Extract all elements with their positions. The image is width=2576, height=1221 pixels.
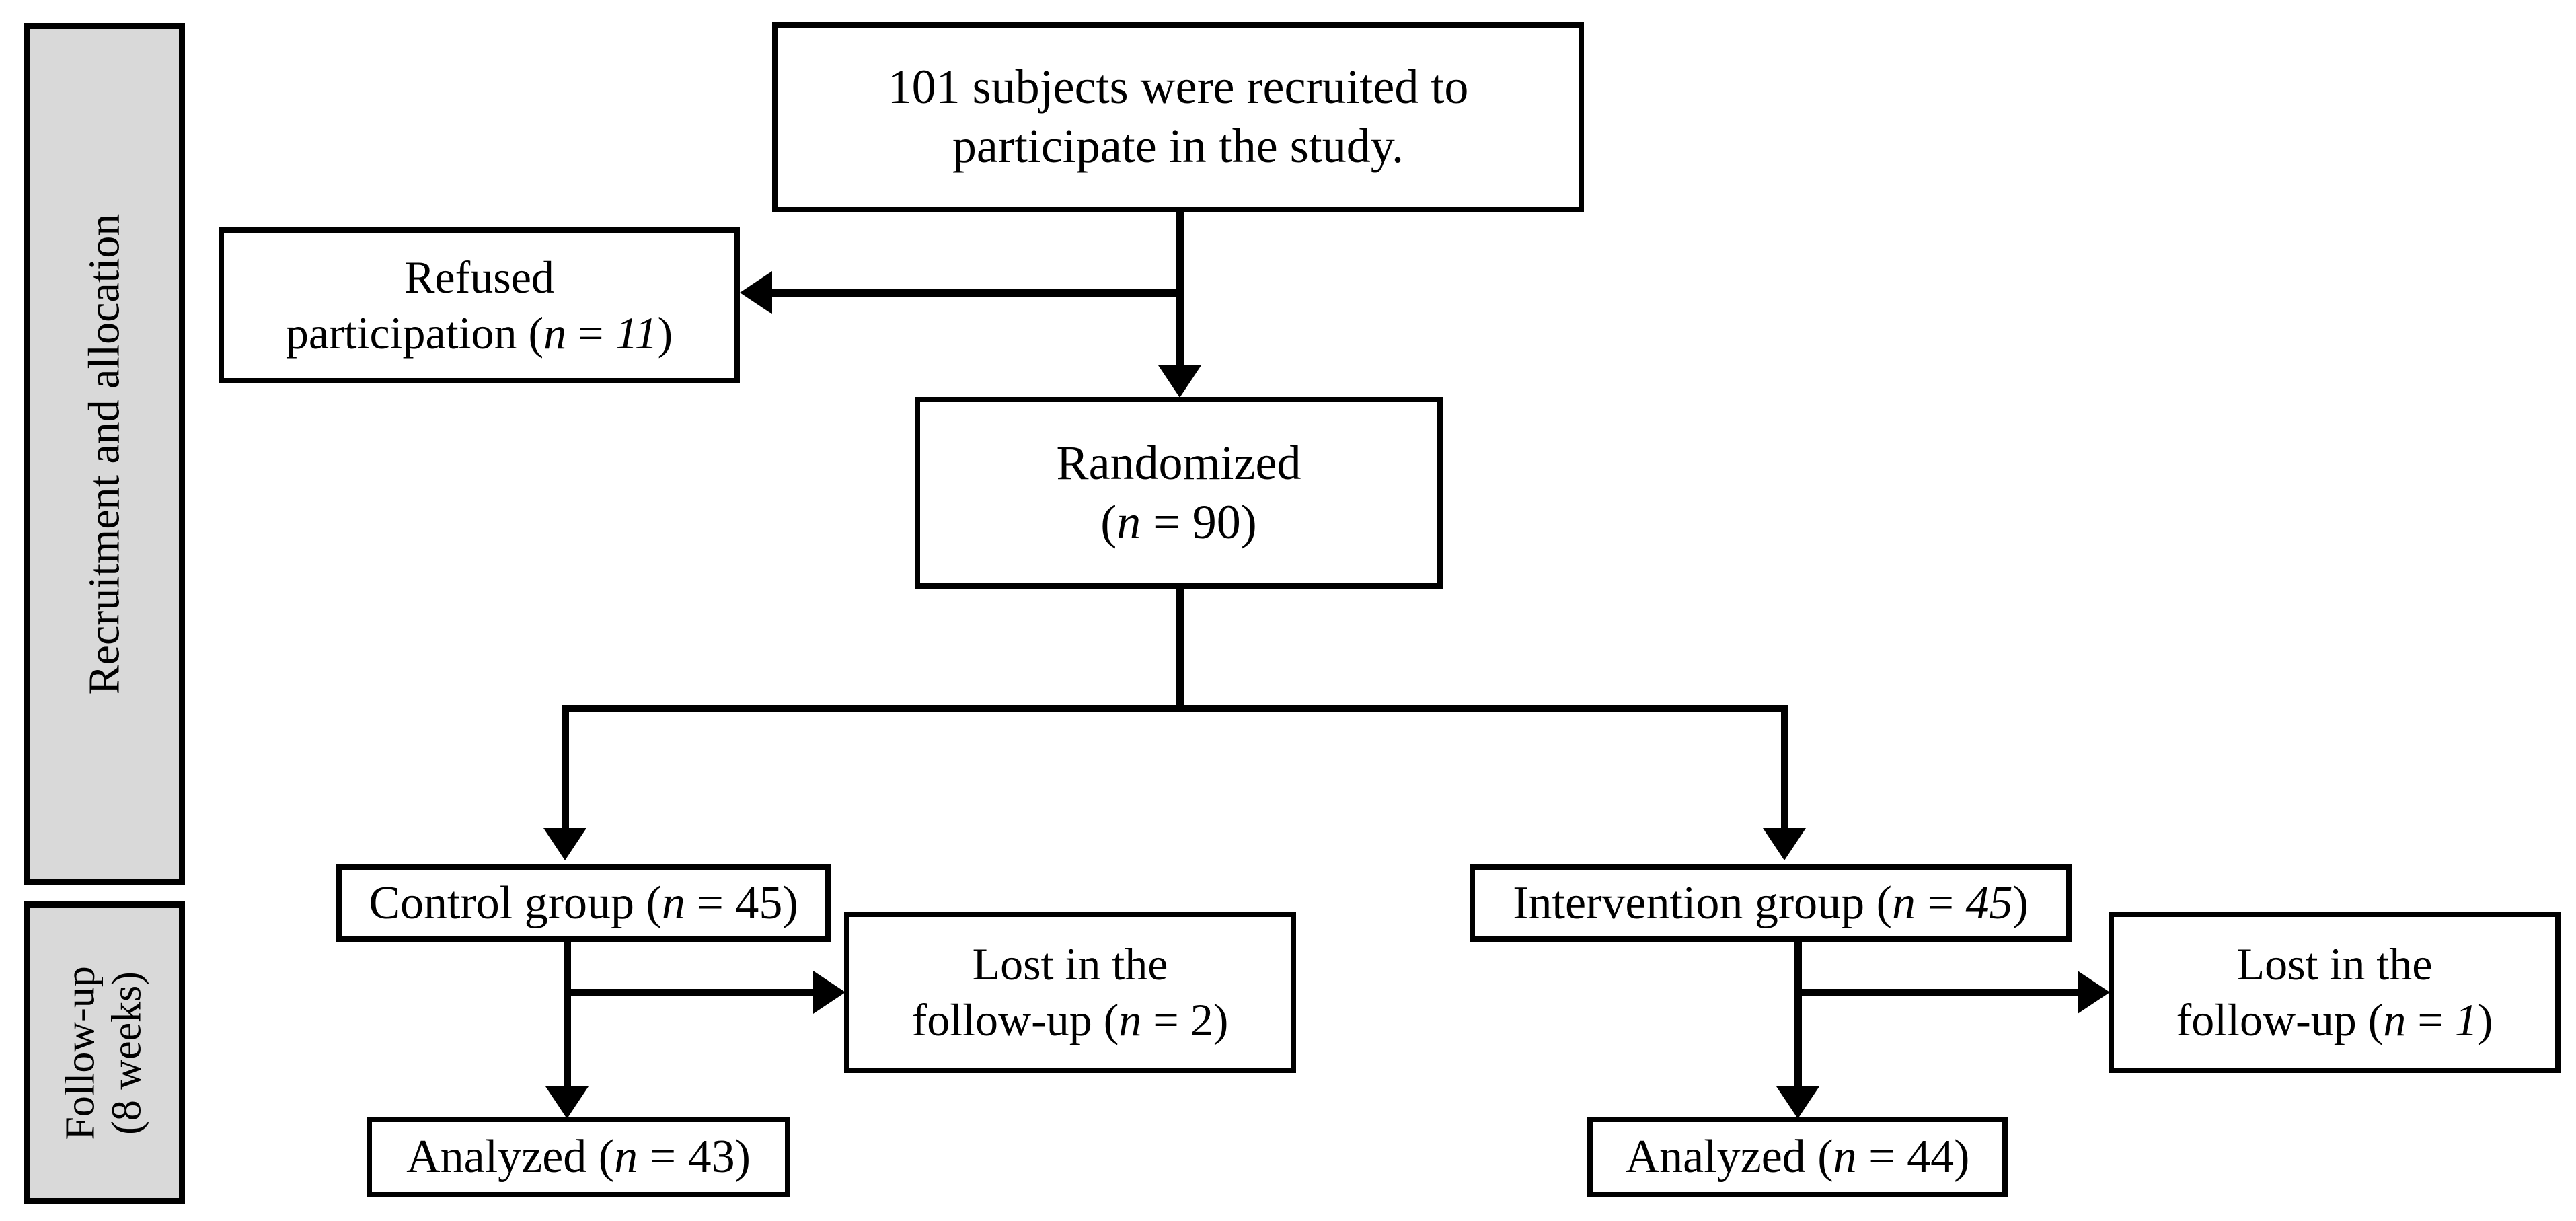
node-recruited-line2: participate in the study. — [952, 119, 1404, 173]
node-analyzed-control: Analyzed (n = 43) — [367, 1117, 790, 1197]
node-analyzed-intervention: Analyzed (n = 44) — [1587, 1117, 2008, 1197]
node-lost-control-line2: follow-up ( — [911, 994, 1119, 1045]
arrowhead-control-group — [543, 828, 586, 860]
node-control-group-n-symbol: n — [661, 877, 685, 929]
node-refused-paren-close: ) — [657, 307, 673, 359]
stage-label-recruitment-and-allocation: Recruitment and allocation — [24, 23, 185, 885]
node-lost-control-text: Lost in the follow-up (n = 2) — [912, 936, 1229, 1048]
stage-label-follow-up: Follow-up (8 weeks) — [24, 901, 185, 1204]
node-intervention-group-n-symbol: n — [1891, 877, 1916, 929]
node-control-group-label: Control group ( — [369, 877, 662, 929]
node-randomized: Randomized (n = 90) — [915, 397, 1443, 589]
stage-followup-text: Follow-up (8 weeks) — [58, 966, 151, 1140]
node-refused-line2: participation ( — [285, 307, 544, 359]
node-analyzed-intervention-text: Analyzed (n = 44) — [1626, 1128, 1970, 1185]
connector-intervention-to-analyzed — [1794, 940, 1802, 1102]
node-refused-equals: = — [566, 307, 615, 359]
node-analyzed-intervention-equals: = — [1856, 1131, 1907, 1183]
node-lost-control-line1: Lost in the — [972, 938, 1168, 990]
node-intervention-group: Intervention group (n = 45) — [1470, 864, 2072, 942]
node-refused-n-symbol: n — [543, 307, 567, 359]
node-analyzed-control-text: Analyzed (n = 43) — [406, 1128, 751, 1185]
node-lost-follow-up-control: Lost in the follow-up (n = 2) — [844, 912, 1296, 1073]
stage-recruitment-line1: Recruitment and allocation — [79, 213, 129, 694]
connector-randomized-stem — [1176, 587, 1184, 712]
node-recruited-line1: 101 subjects were recruited to — [887, 60, 1469, 114]
node-recruited-text: 101 subjects were recruited to participa… — [888, 58, 1469, 176]
node-lost-control-paren-close: ) — [1213, 994, 1229, 1045]
node-analyzed-intervention-paren-close: ) — [1954, 1131, 1970, 1183]
node-analyzed-control-label: Analyzed ( — [406, 1131, 615, 1183]
node-randomized-line1: Randomized — [1056, 435, 1301, 490]
node-randomized-text: Randomized (n = 90) — [1057, 434, 1301, 552]
connector-control-to-lost — [564, 989, 816, 996]
node-analyzed-control-equals: = — [638, 1131, 688, 1183]
connector-to-refused — [772, 289, 1180, 297]
arrowhead-intervention-group — [1763, 828, 1806, 860]
arrowhead-refused — [740, 271, 772, 314]
node-analyzed-control-value: 43 — [687, 1131, 735, 1183]
node-randomized-paren-close: ) — [1240, 494, 1257, 549]
stage-recruitment-text: Recruitment and allocation — [79, 213, 129, 694]
node-intervention-group-label: Intervention group ( — [1513, 877, 1892, 929]
node-intervention-group-text: Intervention group (n = 45) — [1513, 875, 2029, 932]
arrowhead-lost-control — [813, 971, 845, 1014]
node-randomized-n-symbol: n — [1116, 494, 1141, 549]
connector-randomization-split-bar — [562, 705, 1788, 712]
node-refused-text: Refused participation (n = 11) — [286, 250, 673, 361]
node-intervention-group-paren-close: ) — [2012, 877, 2029, 929]
connector-recruited-to-randomized — [1176, 211, 1184, 367]
node-lost-control-equals: = — [1141, 994, 1190, 1045]
node-refused-line1: Refused — [404, 252, 554, 303]
node-lost-control-value: 2 — [1190, 994, 1213, 1045]
node-lost-intervention-value: 1 — [2454, 994, 2478, 1045]
connector-split-to-intervention — [1781, 705, 1788, 829]
node-control-group-value: 45 — [735, 877, 783, 929]
arrowhead-analyzed-intervention — [1776, 1086, 1819, 1119]
node-lost-intervention-n-symbol: n — [2383, 994, 2407, 1045]
connector-intervention-to-lost — [1794, 989, 2080, 996]
node-analyzed-control-paren-close: ) — [734, 1131, 751, 1183]
node-randomized-value: 90 — [1192, 494, 1241, 549]
node-lost-control-n-symbol: n — [1119, 994, 1142, 1045]
arrowhead-lost-intervention — [2078, 971, 2110, 1014]
node-intervention-group-value: 45 — [1965, 877, 2013, 929]
stage-followup-line2: (8 weeks) — [104, 971, 151, 1135]
node-randomized-equals: = — [1141, 494, 1192, 549]
stage-followup-line1: Follow-up — [57, 965, 104, 1140]
node-lost-intervention-equals: = — [2406, 994, 2455, 1045]
node-analyzed-control-n-symbol: n — [614, 1131, 638, 1183]
node-control-group-text: Control group (n = 45) — [369, 875, 798, 932]
node-lost-intervention-text: Lost in the follow-up (n = 1) — [2176, 936, 2493, 1048]
connector-split-to-control — [562, 705, 569, 829]
node-analyzed-intervention-value: 44 — [1907, 1131, 1955, 1183]
node-recruited: 101 subjects were recruited to participa… — [772, 22, 1584, 212]
node-refused-value: 11 — [615, 307, 658, 359]
node-analyzed-intervention-label: Analyzed ( — [1625, 1131, 1833, 1183]
node-analyzed-intervention-n-symbol: n — [1833, 1131, 1857, 1183]
node-lost-intervention-line1: Lost in the — [2236, 938, 2433, 990]
node-control-group-equals: = — [685, 877, 736, 929]
node-control-group-paren-close: ) — [782, 877, 798, 929]
arrowhead-analyzed-control — [545, 1086, 589, 1119]
node-randomized-paren-open: ( — [1100, 494, 1117, 549]
node-lost-intervention-paren-close: ) — [2477, 994, 2493, 1045]
node-refused-participation: Refused participation (n = 11) — [219, 227, 740, 383]
arrowhead-randomized — [1158, 365, 1201, 398]
node-control-group: Control group (n = 45) — [336, 864, 831, 942]
node-lost-intervention-line2: follow-up ( — [2176, 994, 2384, 1045]
node-intervention-group-equals: = — [1915, 877, 1966, 929]
node-lost-follow-up-intervention: Lost in the follow-up (n = 1) — [2109, 912, 2561, 1073]
connector-control-to-analyzed — [564, 940, 571, 1102]
